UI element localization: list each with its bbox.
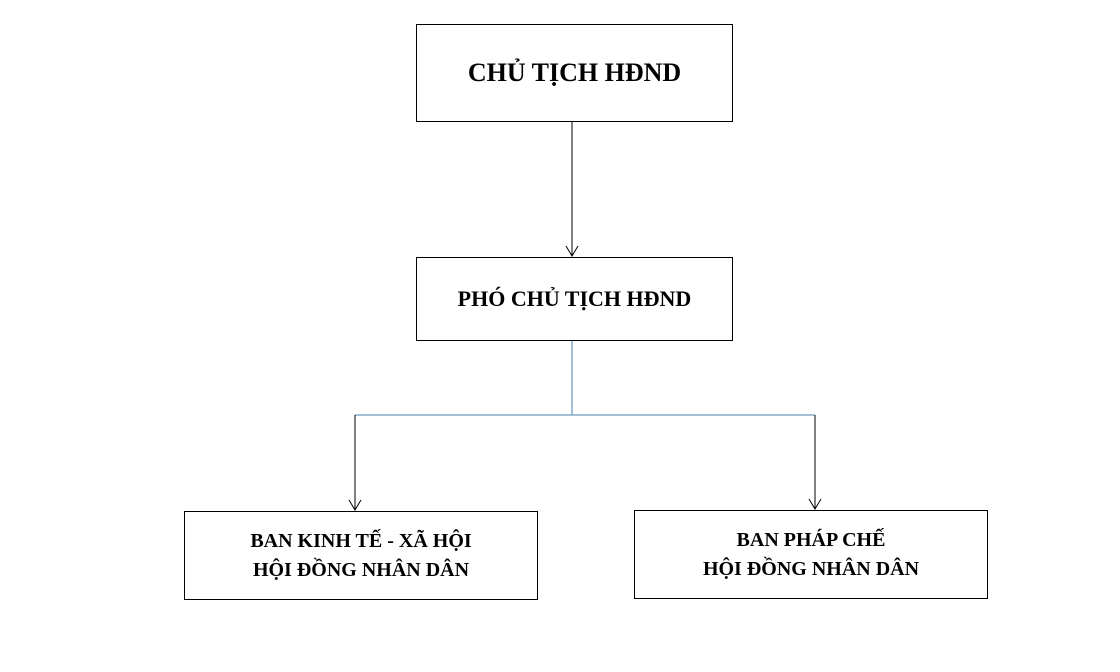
arrowhead-vice: [565, 245, 579, 257]
committee-legal-box: BAN PHÁP CHẾ HỘI ĐỒNG NHÂN DÂN: [634, 510, 988, 599]
vice-chairman-box: PHÓ CHỦ TỊCH HĐND: [416, 257, 733, 341]
vice-chairman-label: PHÓ CHỦ TỊCH HĐND: [457, 286, 692, 311]
chairman-label: CHỦ TỊCH HĐND: [467, 58, 682, 87]
chairman-box: CHỦ TỊCH HĐND: [416, 24, 733, 122]
committee-econ-line2: HỘI ĐỒNG NHÂN DÂN: [252, 558, 470, 581]
committee-legal-line2: HỘI ĐỒNG NHÂN DÂN: [702, 557, 920, 580]
arrowhead-econ: [348, 499, 362, 511]
arrowhead-legal: [808, 498, 822, 510]
committee-legal-line1: BAN PHÁP CHẾ: [736, 528, 886, 551]
committee-econ-social-box: BAN KINH TẾ - XÃ HỘI HỘI ĐỒNG NHÂN DÂN: [184, 511, 538, 600]
committee-econ-line1: BAN KINH TẾ - XÃ HỘI: [250, 529, 472, 552]
